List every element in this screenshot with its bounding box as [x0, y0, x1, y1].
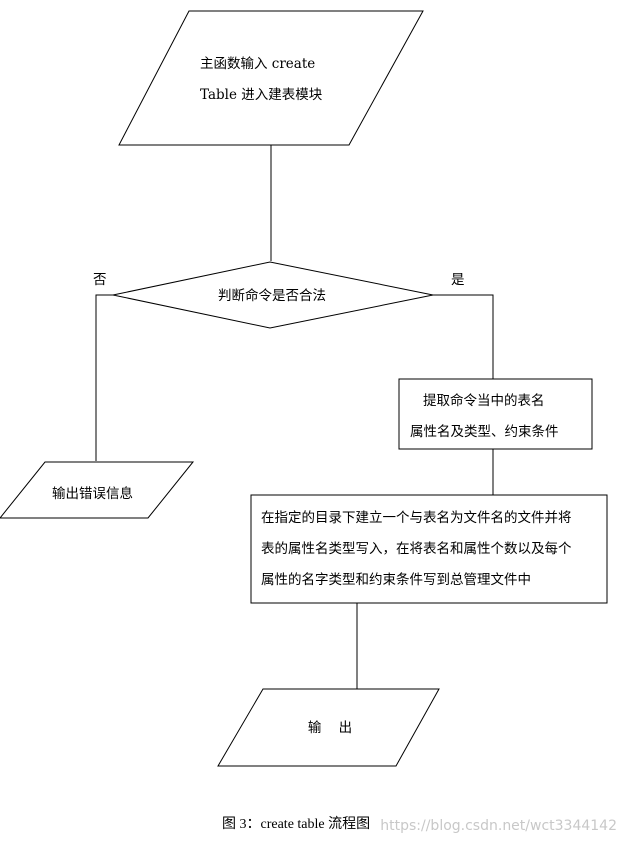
decision-label: 判断命令是否合法 — [218, 287, 326, 304]
connector-decision-yes — [433, 294, 494, 379]
error-output-box: 输出错误信息 — [0, 461, 195, 519]
yes-branch-label: 是 — [451, 272, 465, 288]
create-line3: 属性的名字类型和约束条件写到总管理文件中 — [261, 571, 531, 588]
watermark: https://blog.csdn.net/wct3344142 — [380, 818, 617, 834]
connector-decision-no — [95, 294, 113, 461]
extract-line2: 属性名及类型、约束条件 — [410, 423, 559, 440]
decision-diamond: 判断命令是否合法 — [112, 261, 434, 329]
create-line1: 在指定的目录下建立一个与表名为文件名的文件并将 — [261, 510, 572, 526]
extract-box: 提取命令当中的表名 属性名及类型、约束条件 — [398, 378, 593, 450]
start-input-box: 主函数输入 create Table 进入建表模块 — [118, 10, 424, 146]
no-branch-label: 否 — [93, 272, 107, 288]
create-line2: 表的属性名类型写入，在将表名和属性个数以及每个 — [261, 541, 572, 557]
error-output-label: 输出错误信息 — [52, 485, 133, 502]
start-line2: Table 进入建表模块 — [200, 87, 323, 103]
extract-line1: 提取命令当中的表名 — [423, 392, 545, 409]
create-file-box: 在指定的目录下建立一个与表名为文件名的文件并将 表的属性名类型写入，在将表名和属… — [250, 494, 608, 604]
output-box: 输 出 — [217, 688, 440, 767]
figure-caption: 图 3：create table 流程图 — [222, 816, 370, 832]
start-line1: 主函数输入 create — [200, 56, 315, 72]
output-label: 输 出 — [308, 720, 352, 736]
